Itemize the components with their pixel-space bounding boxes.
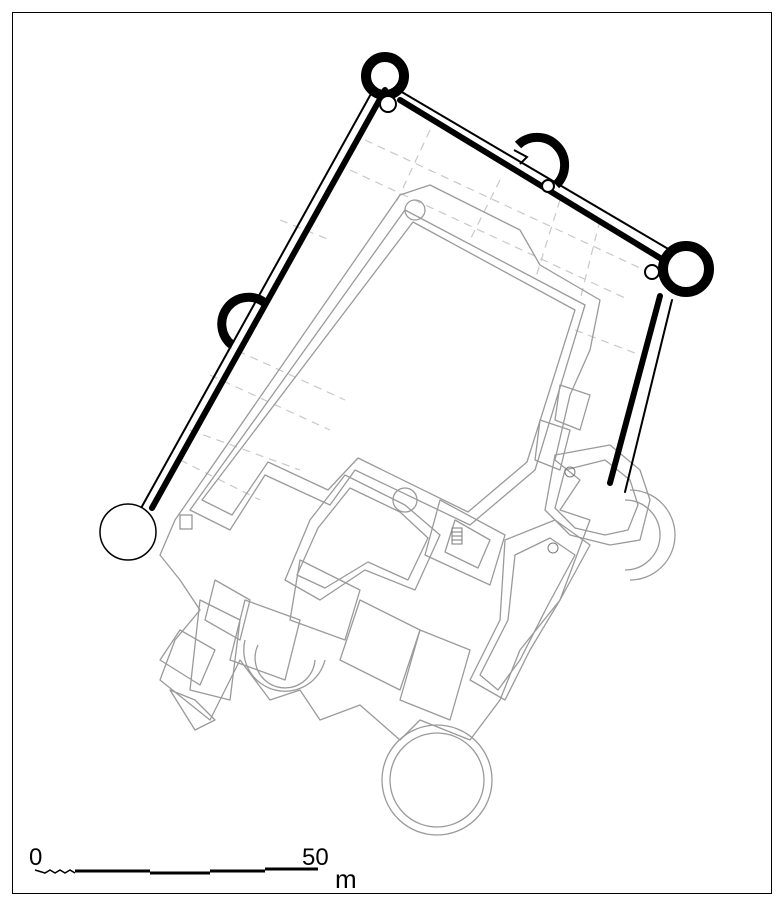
east-curtain-wall	[607, 293, 663, 486]
tower-joints	[379, 95, 660, 280]
scale-end-label: 50	[302, 844, 329, 871]
standing-towers	[217, 52, 714, 349]
ruin-mass-outline	[159, 184, 601, 741]
scale-bar	[34, 867, 318, 875]
north-half-tower	[514, 132, 570, 189]
west-half-tower	[217, 292, 268, 349]
courtyard-outline	[189, 209, 586, 531]
east-apse	[629, 489, 676, 581]
west-curtain-wall	[149, 87, 388, 511]
ruin-towers	[243, 199, 676, 836]
stair-details	[179, 466, 576, 554]
scale-unit-label: m	[335, 864, 357, 894]
ruin-outlines	[159, 184, 651, 741]
southeast-round-tower	[381, 724, 493, 836]
keep-outline	[284, 474, 441, 601]
east-corner-tower	[658, 241, 714, 297]
north-curtain-wall	[397, 97, 663, 261]
plan-frame	[12, 12, 772, 894]
west-round-tower	[99, 503, 157, 561]
north-corner-tower	[361, 52, 409, 100]
south-horseshoe-tower	[243, 639, 326, 692]
scale-start-label: 0	[29, 844, 43, 871]
curtain-walls	[139, 87, 673, 511]
